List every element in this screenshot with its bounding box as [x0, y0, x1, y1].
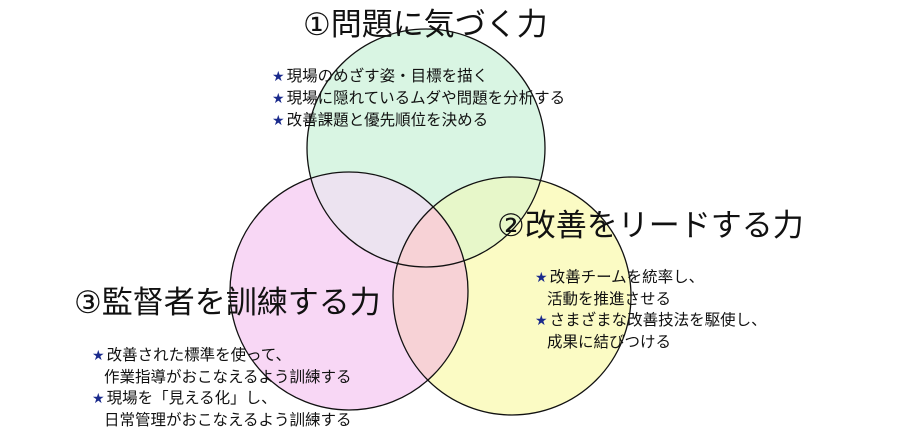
bullet-text: 改善チームを統率し、: [549, 268, 705, 286]
bullet-text: 現場を「見える化」し、: [106, 389, 277, 407]
bullet-list-problem-awareness: ★現場のめざす姿・目標を描く ★現場に隠れているムダや問題を分析する ★改善課題…: [272, 66, 565, 132]
circle-title-problem-awareness: ①問題に気づく力: [303, 7, 548, 43]
star-icon: ★: [92, 391, 105, 407]
list-item: ★改善課題と優先順位を決める: [272, 110, 565, 132]
star-icon: ★: [92, 348, 105, 364]
circle-outline-top: [306, 28, 546, 268]
bullet-text: 改善課題と優先順位を決める: [286, 111, 489, 129]
list-item: ★改善チームを統率し、 活動を推進させる: [535, 267, 767, 310]
bullet-text: 現場のめざす姿・目標を描く: [286, 67, 489, 85]
bullet-list-supervisor-training: ★改善された標準を使って、 作業指導がおこなえるよう訓練する ★現場を「見える化…: [92, 345, 352, 431]
circle-outline-right: [392, 176, 632, 416]
list-item: ★現場に隠れているムダや問題を分析する: [272, 88, 565, 110]
overlap-top-left: [307, 172, 468, 267]
list-item: ★現場を「見える化」し、 日常管理がおこなえるよう訓練する: [92, 388, 352, 431]
list-item: ★さまざまな改善技法を駆使し、 成果に結びつける: [535, 310, 767, 353]
bullet-text-continued: 作業指導がおこなえるよう訓練する: [104, 368, 352, 386]
circle-outline-left: [229, 171, 469, 411]
bullet-text: 改善された標準を使って、: [106, 346, 292, 364]
bullet-list-improvement-leadership: ★改善チームを統率し、 活動を推進させる ★さまざまな改善技法を駆使し、 成果に…: [535, 267, 767, 353]
star-icon: ★: [535, 270, 548, 286]
list-item: ★改善された標準を使って、 作業指導がおこなえるよう訓練する: [92, 345, 352, 388]
star-icon: ★: [535, 313, 548, 329]
bullet-text: 現場に隠れているムダや問題を分析する: [286, 89, 566, 107]
circle-title-supervisor-training: ③監督者を訓練する力: [74, 285, 381, 321]
bullet-text-continued: 成果に結びつける: [547, 333, 672, 351]
list-item: ★現場のめざす姿・目標を描く: [272, 66, 565, 88]
star-icon: ★: [272, 91, 285, 107]
bullet-text-continued: 日常管理がおこなえるよう訓練する: [104, 411, 352, 429]
bullet-text-continued: 活動を推進させる: [547, 290, 672, 308]
star-icon: ★: [272, 113, 285, 129]
bullet-text: さまざまな改善技法を駆使し、: [549, 311, 767, 329]
star-icon: ★: [272, 69, 285, 85]
circle-title-improvement-leadership: ②改善をリードする力: [497, 208, 804, 244]
